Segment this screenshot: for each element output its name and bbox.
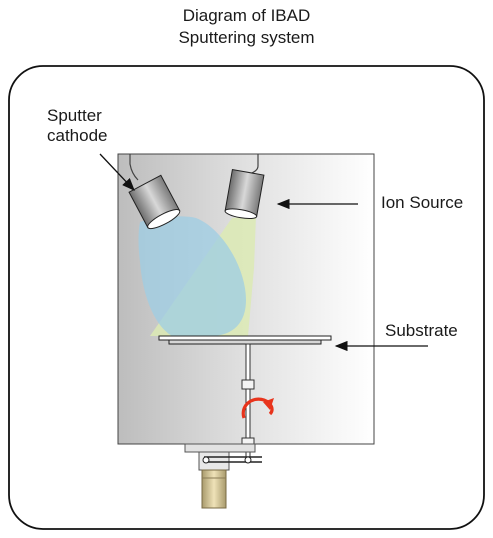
motor-cylinder: [201, 469, 227, 509]
sputter-plume: [138, 216, 246, 336]
sputter-cathode: [128, 174, 181, 230]
sputter-cathode-pointer: [99, 153, 135, 191]
sputter-cathode-label-line-1: Sputter: [47, 106, 102, 125]
title-line-1: Diagram of IBAD: [182, 6, 311, 25]
substrate-plate: [158, 335, 332, 341]
drive-pulley-right: [244, 456, 252, 464]
rotation-arrow: [241, 397, 274, 419]
ion-source-label: Ion Source: [381, 193, 464, 212]
substrate-holder: [168, 339, 322, 345]
substrate-label: Substrate: [385, 321, 458, 340]
title-line-2: Sputtering system: [178, 28, 315, 47]
sputter-cathode-label: Sputter cathode: [47, 106, 108, 146]
ion-source-gun: [224, 169, 265, 220]
bottom-flange: [184, 443, 256, 453]
rotation-arrowhead: [263, 398, 274, 410]
cathode-cable: [129, 154, 139, 181]
shaft-coupling-upper: [241, 379, 255, 390]
sputter-cathode-label-line-2: cathode: [47, 126, 108, 145]
drive-pulley-left: [202, 456, 210, 464]
diagram-title: Diagram of IBAD Sputtering system: [0, 5, 493, 49]
